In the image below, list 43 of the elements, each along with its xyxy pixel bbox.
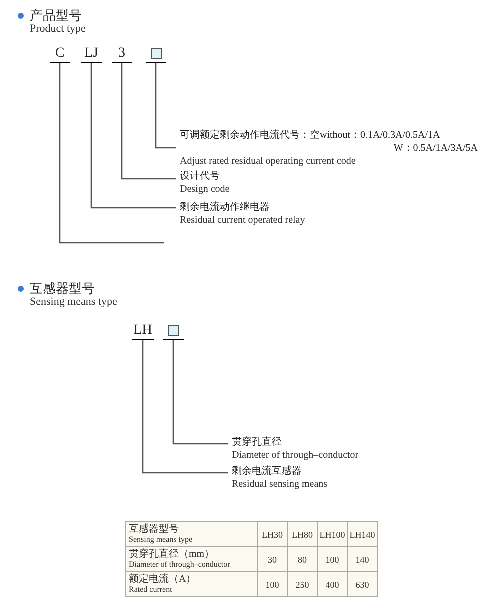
chinese-description: 可调额定剩余动作电流代号：空without：0.1A/0.3A/0.5A/1A	[180, 129, 442, 142]
code-letter: LH	[132, 323, 154, 340]
row-header-english: Sensing means type	[129, 534, 194, 544]
table-value: 30	[268, 555, 277, 565]
table-value: 100	[326, 555, 340, 565]
table-value: 80	[298, 555, 307, 565]
row-header: 互感器型号	[129, 524, 180, 534]
leader-line	[155, 63, 176, 149]
section-subheading: Product type	[30, 23, 86, 36]
leader-line	[90, 63, 176, 209]
row-header-english: Rated current	[129, 584, 174, 594]
leader-line	[121, 63, 176, 180]
code-options: W：0.5A/1A/3A/5A	[394, 142, 480, 155]
english-description: Diameter of through–conductor	[232, 449, 360, 462]
table-value: 100	[266, 580, 280, 590]
leader-line	[142, 340, 228, 474]
leader-line	[59, 63, 164, 244]
row-header: 额定电流（A）	[129, 574, 198, 584]
section-heading: 产品型号	[30, 8, 82, 23]
table-value: LH100	[320, 530, 346, 540]
table-value: 250	[296, 580, 310, 590]
chinese-description: 贯穿孔直径	[232, 436, 283, 449]
chinese-description: 剩余电流互感器	[232, 465, 303, 478]
english-description: Residual sensing means	[232, 478, 329, 491]
row-header: 贯穿孔直径（mm）	[129, 548, 216, 560]
english-description: Adjust rated residual operating current code	[180, 155, 357, 168]
table-value: LH140	[350, 530, 376, 540]
table-value: LH30	[262, 530, 283, 540]
chinese-description: 设计代号	[180, 170, 221, 183]
row-header-english: Diameter of through–conductor	[129, 560, 232, 570]
code-letter: 3	[112, 46, 132, 63]
code-letter: LJ	[81, 46, 102, 63]
table-value: 630	[356, 580, 370, 590]
leader-line	[172, 340, 228, 445]
english-description: Residual current operated relay	[180, 214, 306, 227]
code-letter: C	[50, 46, 70, 63]
table-value: 140	[356, 555, 370, 565]
section-heading: 互感器型号	[30, 281, 95, 296]
section-subheading: Sensing means type	[30, 296, 118, 309]
chinese-description: 剩余电流动作继电器	[180, 201, 271, 214]
table-value: 400	[326, 580, 340, 590]
english-description: Design code	[180, 183, 231, 196]
table-value: LH80	[292, 530, 313, 540]
